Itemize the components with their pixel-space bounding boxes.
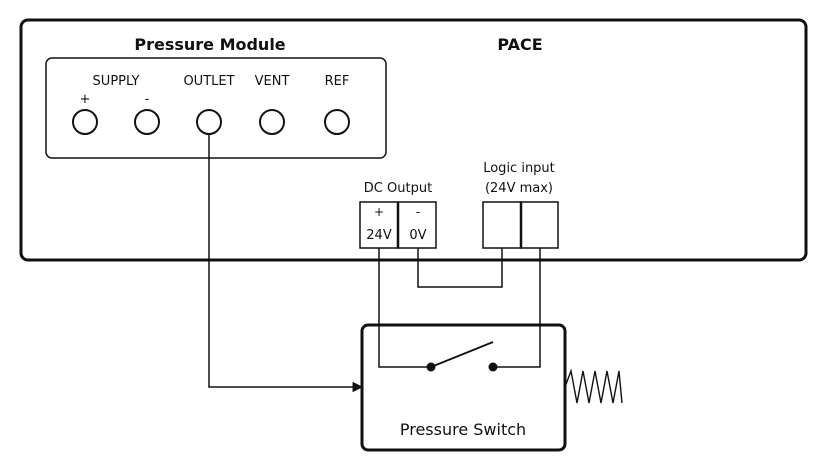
dc-minus-value: 0V: [409, 228, 426, 243]
logic-input-terminal-a: [482, 201, 522, 249]
pace-instrument-body: [19, 18, 808, 262]
port-label-supply-minus: -: [145, 92, 150, 107]
ref-port: [324, 109, 350, 135]
logic-input-max: (24V max): [485, 181, 553, 196]
wire-0v-to-logic: [417, 248, 503, 288]
dc-plus-sign: +: [374, 205, 384, 219]
pressure-module-panel: [45, 57, 387, 159]
supply-plus-port: [72, 109, 98, 135]
wire-switch-to-logic: [493, 248, 541, 368]
pressure-switch-body: [360, 323, 567, 452]
switch-contact-right: [488, 362, 498, 372]
logic-input-label: Logic input: [483, 161, 555, 176]
port-label-supply-plus: +: [80, 92, 91, 107]
port-label-outlet: OUTLET: [183, 74, 234, 89]
outlet-port: [196, 109, 222, 135]
dc-minus-sign: -: [416, 205, 420, 219]
vent-port: [259, 109, 285, 135]
wire-24v-to-switch: [378, 248, 431, 368]
dc-output-minus-terminal: [397, 201, 437, 249]
switch-lever: [430, 341, 494, 368]
dc-plus-value: 24V: [366, 228, 392, 243]
port-label-vent: VENT: [255, 74, 290, 89]
module-title: Pressure Module: [134, 35, 285, 54]
dc-output-label: DC Output: [364, 181, 432, 196]
instrument-name: PACE: [497, 35, 542, 54]
port-label-supply: SUPPLY: [93, 74, 140, 89]
pressure-switch-label: Pressure Switch: [400, 420, 526, 439]
logic-input-terminal-b: [520, 201, 559, 249]
port-label-ref: REF: [325, 74, 350, 89]
spring-icon: [564, 368, 623, 404]
supply-minus-port: [134, 109, 160, 135]
pneumatic-line-outlet: [208, 134, 364, 393]
